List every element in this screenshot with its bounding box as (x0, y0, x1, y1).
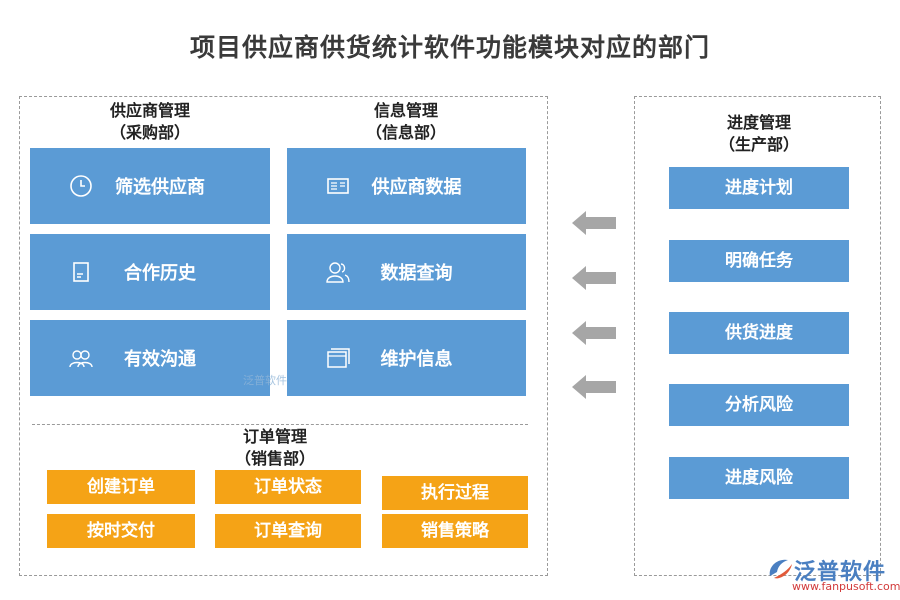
left-arrow-icon (572, 211, 616, 235)
info-card-label: 供应商数据 (371, 177, 462, 198)
progress-task-button[interactable]: 明确任务 (669, 240, 849, 282)
people-icon (69, 350, 93, 368)
supplier-card-communication[interactable]: 有效沟通 (30, 320, 270, 396)
info-heading: 信息管理 (373, 101, 438, 120)
order-query-button[interactable]: 订单查询 (215, 514, 361, 548)
supplier-card-label: 合作历史 (124, 263, 196, 284)
info-card-label: 维护信息 (380, 349, 453, 370)
supplier-card-history[interactable]: 合作历史 (30, 234, 270, 310)
info-dept: （信息部） (365, 123, 446, 142)
left-arrow-icon (572, 321, 616, 345)
supplier-dept: （采购部） (109, 123, 190, 142)
diagram-title: 项目供应商供货统计软件功能模块对应的部门 (189, 33, 710, 62)
left-arrow-icon (572, 375, 616, 399)
progress-dept: （生产部） (718, 135, 799, 154)
info-card-supplier-data[interactable]: 供应商数据 (287, 148, 526, 224)
left-arrow-icon (572, 266, 616, 290)
order-heading: 订单管理 (242, 427, 307, 446)
logo-icon (769, 559, 792, 579)
order-status-button[interactable]: 订单状态 (215, 470, 361, 504)
logo-name: 泛普软件 (794, 560, 887, 585)
supplier-card-screen[interactable]: 筛选供应商 (30, 148, 270, 224)
order-process-button[interactable]: 执行过程 (382, 476, 528, 510)
section-divider (32, 424, 528, 425)
order-heading-group: 订单管理 （销售部） (205, 426, 345, 470)
progress-heading: 进度管理 (726, 113, 791, 132)
order-dept: （销售部） (234, 449, 315, 468)
info-card-query[interactable]: 数据查询 (287, 234, 526, 310)
progress-plan-button[interactable]: 进度计划 (669, 167, 849, 209)
info-heading-group: 信息管理 （信息部） (336, 100, 476, 144)
supplier-card-label: 有效沟通 (124, 349, 196, 370)
supplier-card-label: 筛选供应商 (115, 177, 205, 198)
brand-logo: 泛普软件 www.fanpusoft.com (764, 552, 900, 596)
order-strategy-button[interactable]: 销售策略 (382, 514, 528, 548)
info-card-label: 数据查询 (380, 263, 453, 284)
progress-risk-button[interactable]: 进度风险 (669, 457, 849, 499)
progress-analysis-button[interactable]: 分析风险 (669, 384, 849, 426)
progress-supply-button[interactable]: 供货进度 (669, 312, 849, 354)
clock-icon (70, 175, 92, 197)
progress-heading-group: 进度管理 （生产部） (689, 112, 829, 156)
order-delivery-button[interactable]: 按时交付 (47, 514, 195, 548)
supplier-heading-group: 供应商管理 （采购部） (80, 100, 220, 144)
left-module-container (19, 96, 548, 576)
watermark: 泛普软件 (243, 374, 287, 387)
document-icon (73, 262, 89, 282)
order-create-button[interactable]: 创建订单 (47, 470, 195, 504)
id-card-icon (327, 178, 349, 194)
supplier-heading: 供应商管理 (109, 101, 190, 120)
info-card-maintain[interactable]: 维护信息 (287, 320, 526, 396)
right-module-container (634, 96, 881, 576)
users-icon (326, 262, 350, 283)
logo-url: www.fanpusoft.com (792, 580, 900, 593)
windows-icon (327, 348, 350, 368)
